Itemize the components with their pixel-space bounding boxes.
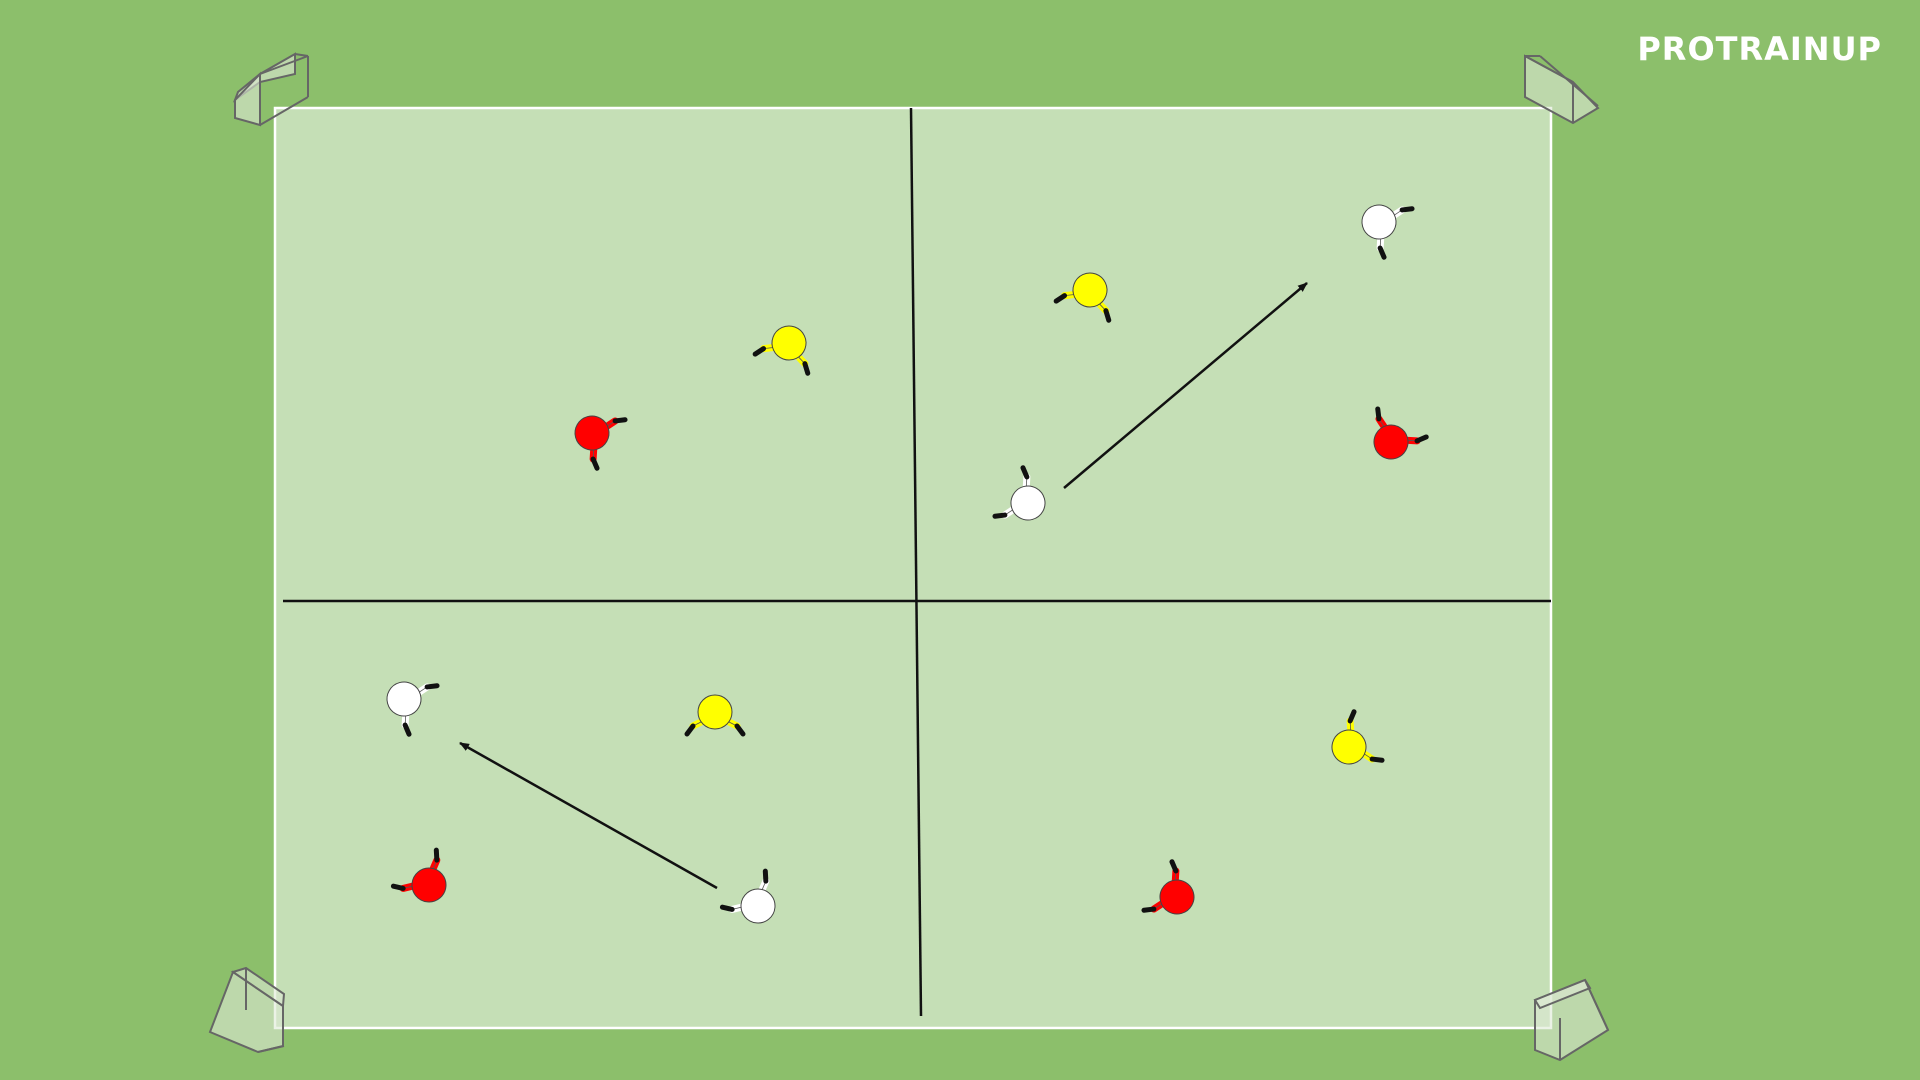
goal-bottom-left	[208, 966, 286, 1054]
player-yellow	[684, 694, 746, 737]
player-red	[1141, 859, 1195, 915]
player-white	[719, 868, 776, 924]
pass-layer	[459, 282, 1308, 890]
brand-logo: PROTRAINUP	[1637, 30, 1882, 68]
goal-top-left	[232, 52, 309, 127]
player-yellow	[1331, 709, 1385, 765]
goal-top-right	[1524, 54, 1600, 125]
player-yellow	[752, 325, 811, 376]
player-yellow	[1053, 272, 1112, 323]
goal-bottom-right	[1533, 978, 1610, 1062]
vertical-divider	[909, 107, 923, 1017]
player-red	[1373, 406, 1429, 460]
player-red	[574, 415, 628, 471]
player-white	[386, 681, 440, 737]
player-white	[992, 465, 1046, 521]
player-red	[390, 847, 447, 903]
pass-arrow-bottom-left	[459, 741, 718, 890]
pass-arrow-top-right	[1063, 282, 1308, 489]
player-layer	[386, 204, 1429, 924]
player-white	[1361, 204, 1415, 260]
